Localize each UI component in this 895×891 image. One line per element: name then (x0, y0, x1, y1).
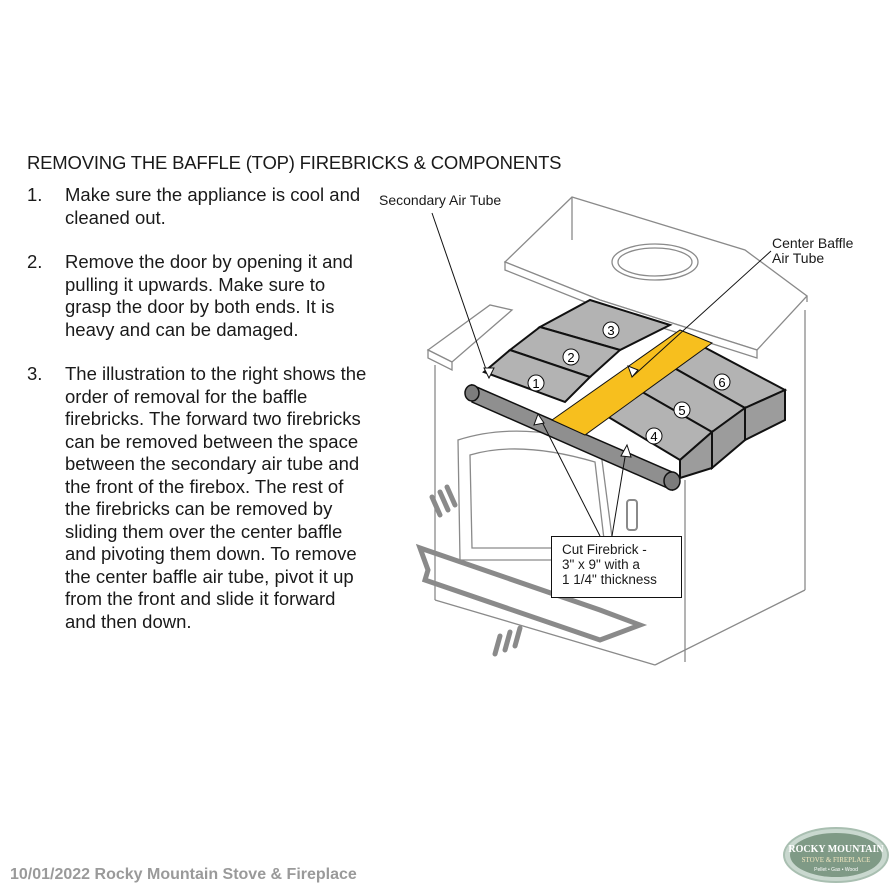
cut-firebrick-callout: Cut Firebrick - 3" x 9" with a 1 1/4" th… (551, 536, 682, 598)
svg-text:ROCKY MOUNTAIN: ROCKY MOUNTAIN (788, 844, 884, 855)
brick-circle-4 (645, 427, 663, 445)
callout-line: 3" x 9" with a (562, 557, 640, 572)
brick-circle-1 (527, 374, 545, 392)
company-logo: ROCKY MOUNTAIN STOVE & FIREPLACE Pellet … (783, 827, 889, 883)
door-handle (415, 484, 648, 657)
brick-circle-6 (713, 373, 731, 391)
callout-line: Cut Firebrick - (562, 542, 647, 557)
brick-number-1: 1 (532, 376, 539, 391)
door-latch (626, 499, 638, 531)
step-number: 3. (27, 363, 43, 384)
footer-date-company: 10/01/2022 Rocky Mountain Stove & Firepl… (10, 866, 357, 883)
step-text: Make sure the appliance is cool and clea… (65, 184, 361, 228)
step-text: Remove the door by opening it and pullin… (65, 251, 353, 340)
step-number: 1. (27, 184, 43, 205)
brick-number-2: 2 (567, 350, 574, 365)
brick-circle-5 (673, 401, 691, 419)
brick-number-3: 3 (607, 323, 614, 338)
brick-circle-3 (602, 321, 620, 339)
step-text: The illustration to the right shows the … (65, 363, 367, 632)
brick-circle-2 (562, 348, 580, 366)
label-center-baffle-line1: Center Baffle (772, 235, 854, 251)
center-baffle-air-tube (550, 329, 714, 436)
brick-number-5: 5 (678, 403, 685, 418)
brick-number-6: 6 (718, 375, 725, 390)
step-3: 3. The illustration to the right shows t… (27, 363, 367, 633)
label-secondary-air-tube: Secondary Air Tube (379, 192, 502, 208)
brick-number-labels: 1 2 3 4 5 6 (527, 321, 731, 445)
callout-line: 1 1/4" thickness (562, 572, 657, 587)
leader-arrowheads (483, 365, 639, 458)
step-number: 2. (27, 251, 43, 272)
stove-body (426, 196, 808, 666)
secondary-air-tube (464, 383, 681, 492)
page-title: REMOVING THE BAFFLE (TOP) FIREBRICKS & C… (27, 152, 562, 173)
label-center-baffle-line2: Air Tube (772, 250, 825, 266)
step-2: 2. Remove the door by opening it and pul… (27, 251, 367, 341)
step-1: 1. Make sure the appliance is cool and c… (27, 184, 367, 229)
leader-lines (431, 212, 772, 537)
svg-text:Pellet • Gas • Wood: Pellet • Gas • Wood (814, 867, 858, 873)
instruction-steps: 1. Make sure the appliance is cool and c… (27, 184, 367, 655)
svg-text:STOVE & FIREPLACE: STOVE & FIREPLACE (802, 856, 871, 864)
brick-number-4: 4 (650, 429, 657, 444)
